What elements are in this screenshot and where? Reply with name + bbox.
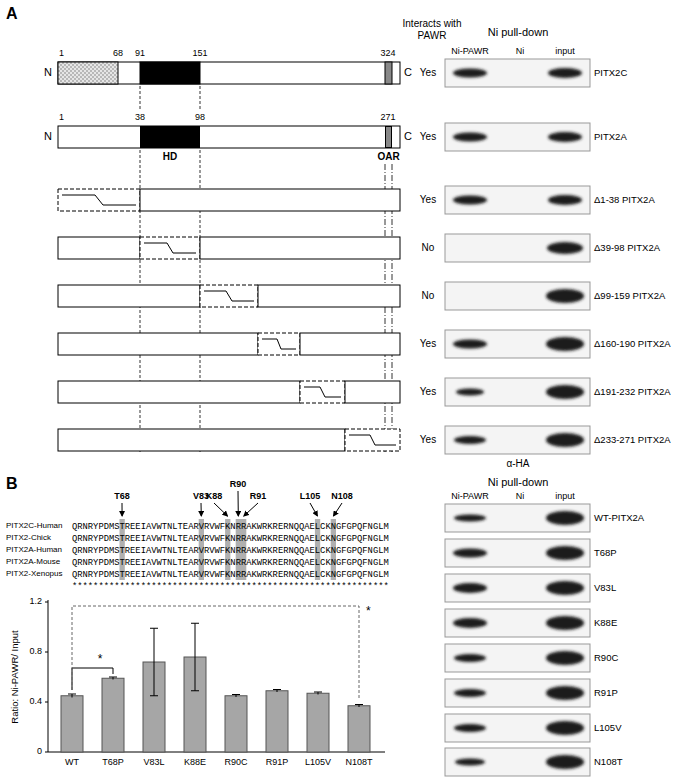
sequence-row: QRNRYPDMSTREEIAVWTNLTEARVRVWFKNRRAKWRKRE… [72,557,389,569]
mutation-label: R90 [230,479,247,490]
category-label: T68P [102,757,124,768]
western-blot [445,504,590,776]
blot-label: Δ39-98 PITX2A [594,242,660,253]
species-name: PITX2A-Mouse [6,557,60,567]
interaction-result: Yes [420,131,436,143]
column-header: Ni pull-down [488,26,549,39]
sequence-row: QRNRYPDMSTREEIAVWTNLTEARVRVWFKNRRAKWRKRE… [72,533,389,545]
residue-number: 324 [380,48,395,59]
category-label: K88E [184,757,206,768]
category-label: L105V [305,757,331,768]
blot-label: PITX2A [594,131,627,142]
significance-bracket [72,668,113,690]
blot-label: Δ233-271 PITX2A [594,434,671,445]
blot-label: Δ99-159 PITX2A [594,290,665,301]
interaction-result: Yes [420,434,436,446]
category-label: N108T [345,757,372,768]
interaction-result: Yes [420,386,436,398]
blot-label: V83L [594,582,616,593]
axis-title: Ratio: Ni-PAWR/ Input [9,630,20,723]
mutation-arrow [122,491,342,516]
interaction-result: No [422,242,435,254]
lane-header: input [555,491,575,502]
blot-band [453,511,584,769]
axis-tick: 1.2 [29,596,42,607]
mutation-label: T68 [114,491,130,502]
mutation-label: R91 [250,491,267,502]
category-label: V83L [143,757,164,768]
blot-band [453,68,584,447]
blot-label: R90C [594,652,618,663]
blot-label: R91P [594,687,618,698]
terminus-label: N [44,66,52,79]
significance-star: * [98,652,103,666]
blot-label: L105V [594,722,621,733]
species-name: PITX2-Xenopus [6,569,62,579]
panel-letter: A [6,4,18,23]
lane-header: Ni [516,491,525,502]
deletion-mark [62,195,396,445]
antibody-label: α-HA [506,458,529,470]
error-bar [68,623,363,707]
blot-label: Δ191-232 PITX2A [594,386,671,397]
conservation-row: ****************************************… [72,581,389,593]
mutation-label: L105 [300,491,321,502]
significance-bracket [72,606,359,700]
interaction-result: No [422,290,435,302]
sequence-row: QRNRYPDMSTREEIAVWTNLTEARVRVWFKNRRAKWRKRE… [72,545,389,557]
species-name: PITX2C-Human [6,521,62,531]
terminus-label: C [404,130,412,143]
species-name: PITX2A-Human [6,545,62,555]
blot-label: Δ1-38 PITX2A [594,194,655,205]
species-name: PITX2-Chick [6,533,51,543]
oar-domain: OAR [385,126,392,148]
residue-number: 91 [135,48,145,59]
protein-bar [58,126,400,148]
blot-label: T68P [594,547,617,558]
category-label: R91P [266,757,289,768]
hd-domain: HD [140,126,200,148]
panel-letter: B [6,474,18,493]
interaction-result: Yes [420,67,436,79]
protein-bar [58,62,400,84]
column-header: Ni pull-down [488,476,549,489]
western-blot [445,59,590,454]
terminus-label: N [44,130,52,143]
domain-label: HD [163,151,177,163]
lane-header: Ni [516,46,525,57]
residue-number: 1 [59,48,64,59]
column-header: Interacts with PAWR [392,18,472,42]
residue-number: 151 [192,48,207,59]
interaction-result: Yes [420,338,436,350]
category-label: R90C [224,757,247,768]
blot-label: N108T [594,756,623,767]
axis-tick: 0.8 [29,646,42,657]
residue-number: 271 [380,112,395,123]
mutation-label: N108 [331,491,353,502]
lane-header: Ni-PAWR [451,46,489,57]
mutation-label: K88 [206,491,223,502]
blot-label: WT-PITX2A [594,512,644,523]
residue-number: 68 [113,48,123,59]
chart-axis [45,600,385,752]
category-label: WT [65,757,79,768]
significance-star: * [366,604,371,618]
sequence-row: QRNRYPDMSTREEIAVWTNLTEARVRVWFKNRRAKWRKRE… [72,569,389,581]
terminus-label: C [404,66,412,79]
lane-header: Ni-PAWR [451,491,489,502]
lane-header: input [555,46,575,57]
sequence-row: QRNRYPDMSTREEIAVWTNLTEARVRVWFKNRRAKWRKRE… [72,521,389,533]
axis-tick: 0 [37,746,42,757]
interaction-result: Yes [420,194,436,206]
bar [61,657,370,752]
residue-number: 98 [195,112,205,123]
blot-label: Δ160-190 PITX2A [594,338,671,349]
deletion-construct [58,189,400,451]
blot-label: K88E [594,617,617,628]
blot-label: PITX2C [594,67,627,78]
residue-number: 38 [135,112,145,123]
domain-label: OAR [377,151,399,163]
residue-number: 1 [59,112,64,123]
axis-tick: 0.4 [29,696,42,707]
